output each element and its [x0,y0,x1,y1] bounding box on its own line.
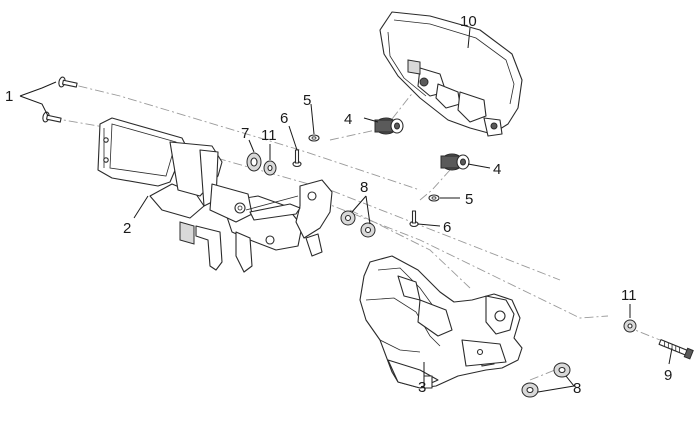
leader-lines [19,27,673,393]
callout-8-lower: 8 [573,380,581,397]
instrument-cluster [379,11,523,137]
spacer-7 [246,152,262,172]
bushing-8-c [553,362,571,378]
assembly-axes [51,79,661,381]
callout-8-upper: 8 [360,179,368,196]
callout-5-upper: 5 [303,92,311,109]
callout-9: 9 [664,367,672,384]
callout-7: 7 [241,125,249,142]
upper-bracket [97,117,333,273]
washer-11-lower [623,319,637,333]
screw-pair [42,76,78,123]
callout-6-upper: 6 [280,110,288,127]
bushing-8-b [360,222,376,238]
bushing-8-a [340,210,356,226]
callout-labels: 1 2 3 4 4 5 5 6 6 7 8 8 9 10 11 11 [5,13,672,397]
lower-bracket [359,255,523,389]
callout-5-lower: 5 [465,191,473,208]
bolt-9 [658,339,694,360]
callout-3: 3 [418,379,426,396]
grommet-upper [374,117,404,135]
callout-4-lower: 4 [493,161,501,178]
grommet-lower [440,153,470,171]
callout-1: 1 [5,88,13,105]
washer-5-upper [308,134,320,142]
washer-11-upper [263,160,277,176]
screw-6-lower [409,210,419,228]
callout-6-lower: 6 [443,219,451,236]
callout-11-upper: 11 [261,127,277,144]
callout-10: 10 [460,13,477,30]
bushing-8-d [521,382,539,398]
washer-5-lower [428,194,440,202]
screw-6-upper [292,149,302,168]
callout-2: 2 [123,220,131,237]
callout-11-lower: 11 [621,287,637,304]
callout-4-upper: 4 [344,111,352,128]
